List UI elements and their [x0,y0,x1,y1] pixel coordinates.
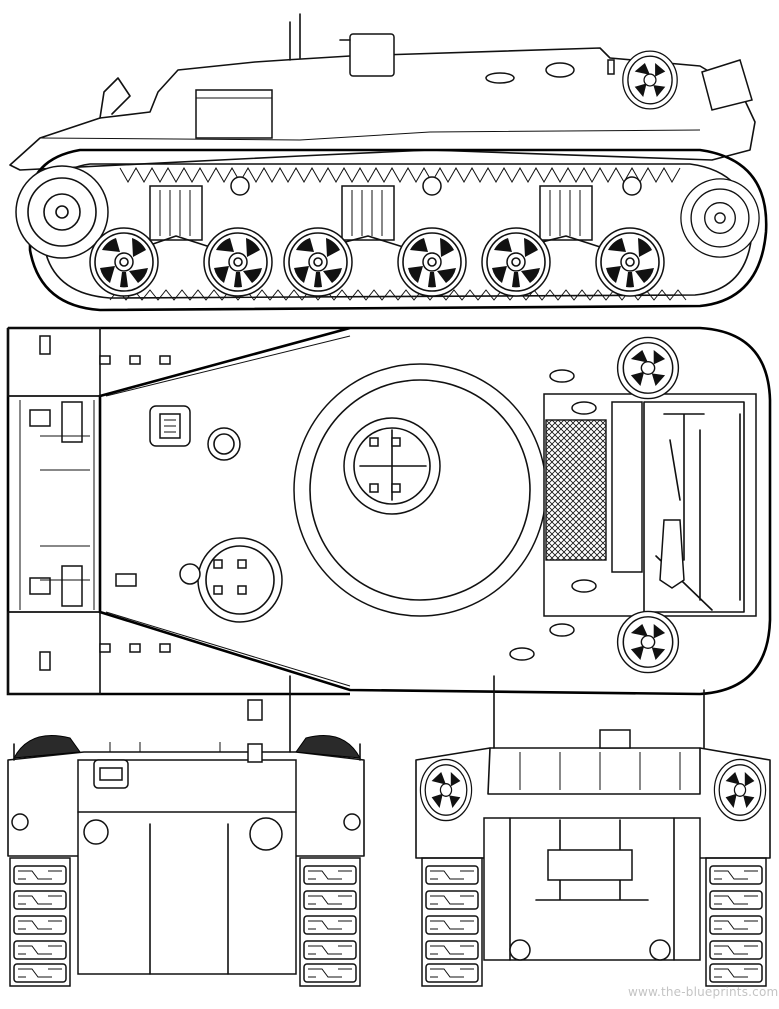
side-view [9,13,768,312]
rear-view [415,675,771,987]
watermark-text: www.the-blueprints.com [628,985,779,999]
front-view [7,675,365,987]
top-view [6,326,772,696]
